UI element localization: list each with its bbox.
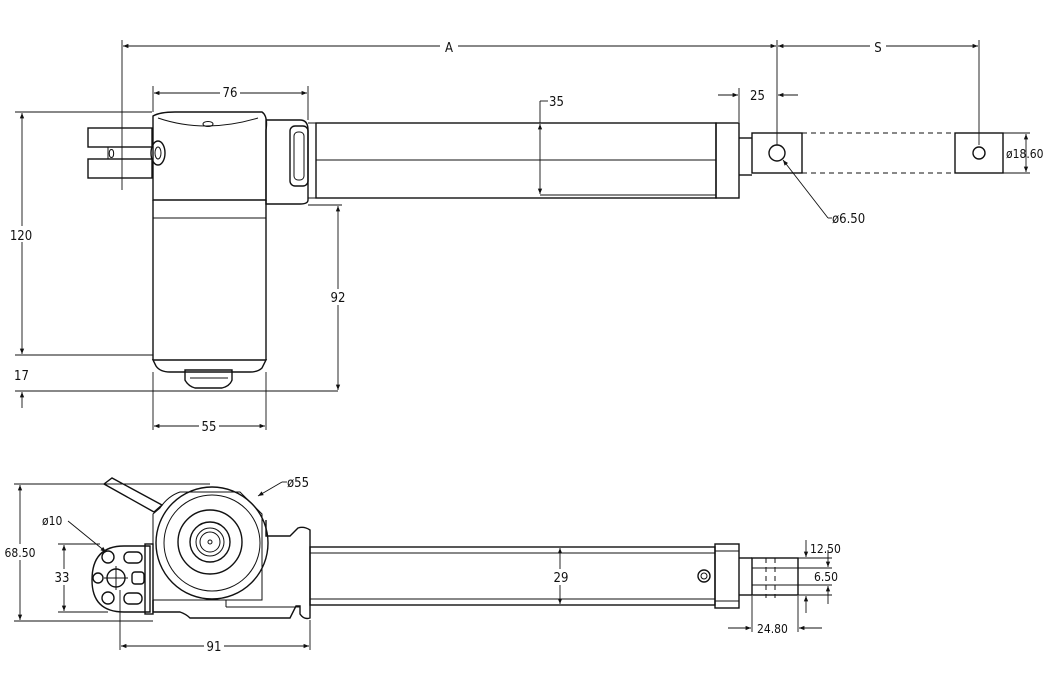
dimension-d10: ø10	[42, 514, 107, 553]
dimension-24-80: 24.80	[728, 596, 822, 636]
rod-extended-phantom	[802, 132, 1004, 174]
outer-tube-top	[309, 546, 716, 606]
rod-end-top	[751, 557, 799, 598]
dim-55-label: 55	[202, 420, 217, 435]
power-cable	[102, 477, 164, 513]
dim-35-label: 35	[549, 95, 564, 110]
outer-tube	[315, 122, 717, 199]
dim-A-label: A	[445, 41, 453, 56]
dimension-120: 120	[8, 111, 153, 356]
dim-24-80-label: 24.80	[757, 622, 788, 636]
dim-120-label: 120	[10, 229, 32, 244]
dimension-33: 33	[52, 543, 108, 613]
dim-91-label: 91	[207, 640, 222, 655]
rear-clevis	[87, 127, 166, 179]
dim-S-label: S	[874, 41, 881, 56]
dimension-91: 91	[119, 590, 311, 655]
dimension-25: 25	[718, 88, 798, 122]
dimension-29: 29	[550, 548, 572, 604]
dimension-d18-60: ø18.60	[1003, 132, 1044, 174]
dim-33-label: 33	[55, 571, 70, 586]
top-view: ø55 ø10 68.50 33 29	[2, 476, 841, 655]
dim-d6-50-label: ø6.50	[832, 212, 865, 227]
dim-12-50-label: 12.50	[810, 542, 841, 556]
gearbox-body	[152, 520, 311, 620]
dim-d18-60-label: ø18.60	[1006, 147, 1044, 161]
dimension-6-50: 6.50	[798, 550, 838, 604]
dimension-35: 35	[537, 95, 564, 194]
dimension-55: 55	[152, 372, 267, 435]
dim-d55-label: ø55	[287, 476, 309, 491]
dimension-76: 76	[152, 85, 309, 120]
dimension-12-50: 12.50	[798, 540, 841, 613]
dimension-d6-50: ø6.50	[782, 159, 865, 227]
dimension-92: 92	[308, 204, 348, 390]
dimension-A: A	[121, 38, 778, 190]
dim-6-50-label: 6.50	[814, 570, 838, 584]
dim-25-label: 25	[750, 89, 765, 104]
dim-76-label: 76	[223, 86, 238, 101]
motor-housing	[151, 111, 268, 389]
dimension-68-50: 68.50	[2, 483, 210, 622]
dim-0-label: 0	[108, 147, 115, 161]
dimension-d55: ø55	[257, 476, 309, 497]
dim-29-label: 29	[554, 571, 569, 586]
front-end-cap-top	[714, 543, 752, 609]
motor-round	[152, 486, 269, 601]
dimension-S: S	[778, 38, 980, 145]
rear-bracket	[91, 543, 154, 615]
dim-68-50-label: 68.50	[5, 546, 36, 560]
front-end-cap	[715, 122, 752, 199]
dimension-17: 17	[14, 369, 338, 408]
side-view: A S 76 35 25	[8, 38, 1044, 435]
dim-17-label: 17	[14, 369, 29, 384]
dim-d10-label: ø10	[42, 514, 62, 528]
dim-92-label: 92	[331, 291, 346, 306]
gear-cover	[265, 119, 316, 205]
